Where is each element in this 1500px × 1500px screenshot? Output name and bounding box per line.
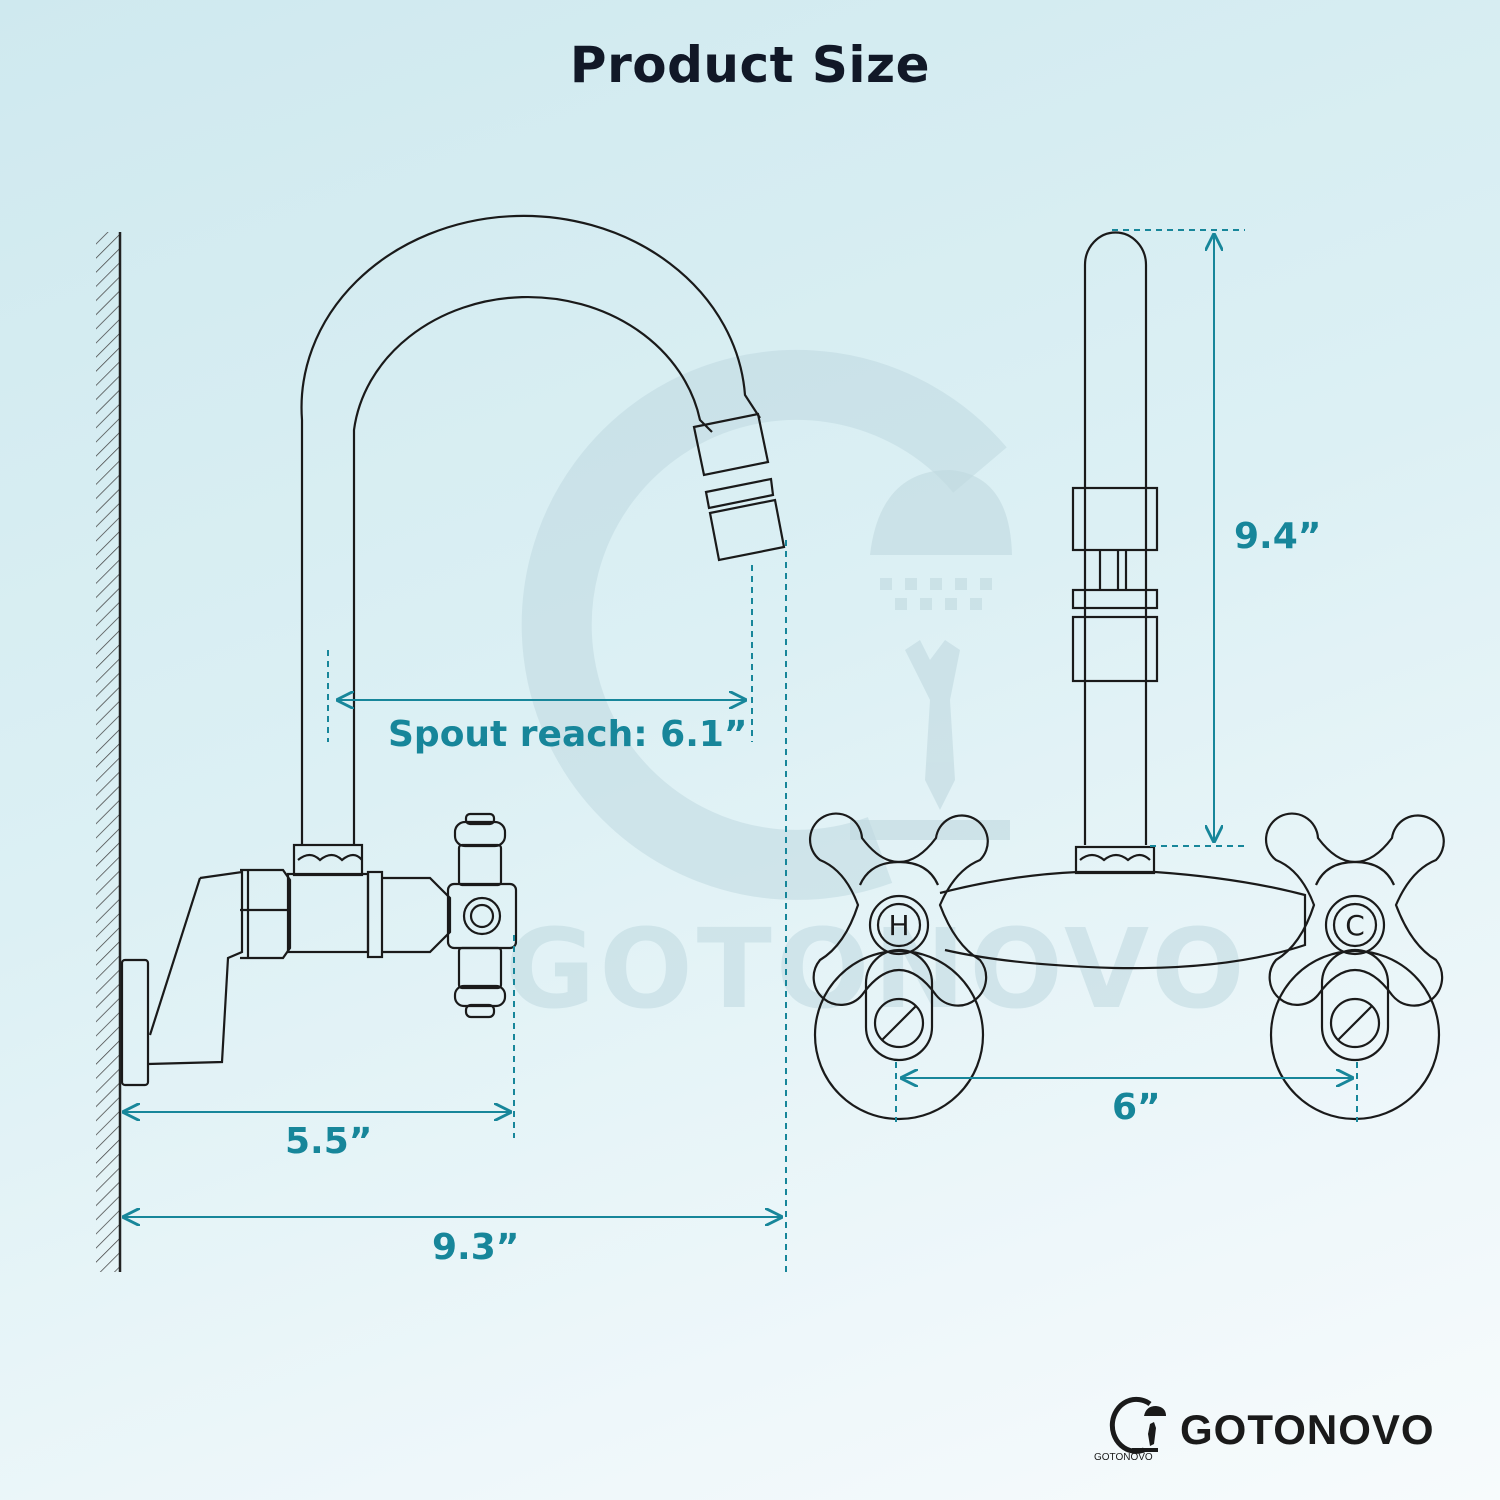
center-spread-label: 6” [1112,1087,1161,1128]
faucet-front-view [808,231,1445,1121]
spout-reach-label: Spout reach: 6.1” [388,714,748,755]
page-title: Product Size [569,36,931,94]
dimension-lines [124,229,1358,1272]
handle-depth-label: 5.5” [285,1121,373,1162]
faucet-side-view [120,214,786,1087]
height-label: 9.4” [1234,516,1322,557]
brand-small-text: GOTONOVO [1094,1452,1153,1463]
brand-mark-icon [1109,1396,1166,1454]
spout-depth-label: 9.3” [432,1227,520,1268]
cold-label: C [1345,909,1365,942]
wall [96,232,122,1272]
hot-label: H [888,909,909,942]
brand-logo: GOTONOVO GOTONOVO [1090,1392,1460,1472]
brand-name: GOTONOVO [1180,1406,1435,1453]
